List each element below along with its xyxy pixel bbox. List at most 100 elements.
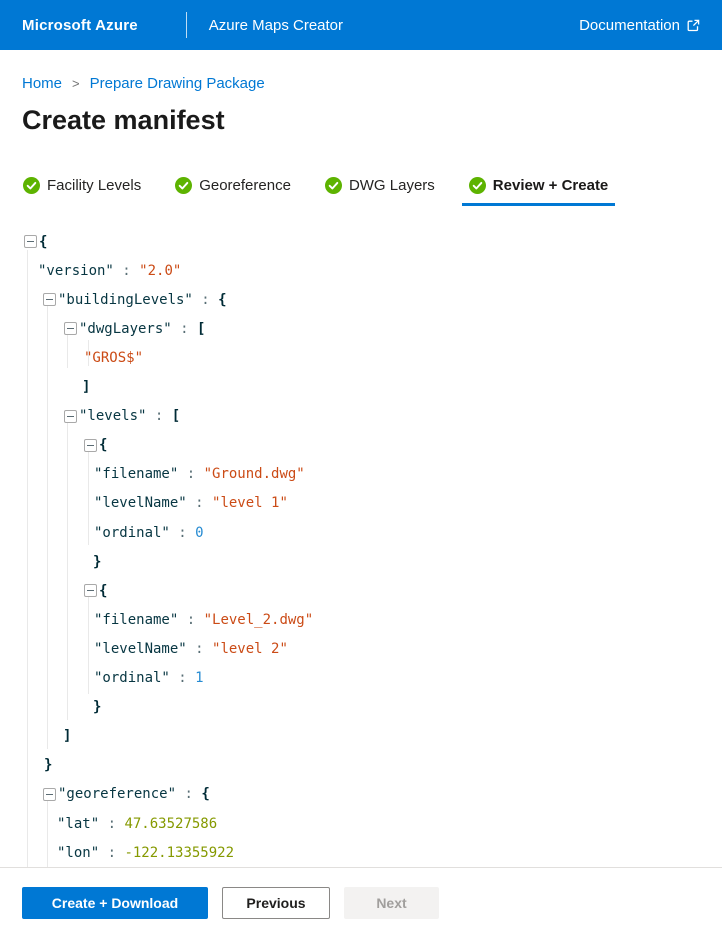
breadcrumb-link-home[interactable]: Home	[22, 75, 63, 92]
page-title: Create manifest	[22, 105, 225, 135]
tab-label: Facility Levels	[47, 177, 142, 194]
documentation-link-label: Documentation	[579, 16, 680, 34]
json-row: }	[0, 693, 722, 722]
json-value-float: -122.13355922	[124, 844, 235, 861]
top-app-bar: Microsoft Azure Azure Maps Creator Docum…	[0, 0, 722, 50]
json-key: "lon"	[57, 844, 100, 861]
json-value-float: 47.63527586	[124, 815, 218, 832]
tab-facility-levels[interactable]: Facility Levels	[16, 175, 148, 206]
json-value-string: "level 2"	[212, 640, 288, 657]
step-tabs: Facility Levels Georeference DWG Layers Rev…	[0, 175, 722, 208]
json-colon: :	[99, 844, 125, 861]
json-open-bracket: {	[99, 582, 108, 599]
json-value-string: "level 1"	[212, 495, 288, 512]
json-row: "lat" : 47.63527586	[0, 809, 722, 838]
json-key: "levels"	[79, 408, 147, 425]
tree-guide-line	[47, 306, 48, 749]
json-row: "levelName" : "level 2"	[0, 634, 722, 663]
tree-guide-line	[67, 334, 68, 368]
json-colon: :	[169, 524, 196, 541]
json-close-bracket: }	[93, 699, 102, 716]
json-row: ]	[0, 722, 722, 751]
tree-guide-line	[88, 340, 89, 366]
collapse-icon[interactable]	[64, 322, 77, 336]
tree-guide-line	[27, 250, 28, 867]
json-open-bracket: {	[39, 233, 48, 250]
json-key: "levelName"	[94, 495, 187, 512]
collapse-icon[interactable]	[43, 293, 56, 307]
json-colon: :	[169, 670, 196, 686]
json-value-int: 1	[195, 670, 204, 686]
external-link-icon	[687, 19, 700, 32]
json-close-bracket: }	[44, 757, 53, 774]
tree-guide-line	[88, 448, 89, 545]
collapse-icon[interactable]	[24, 235, 37, 248]
breadcrumb-separator: >	[72, 76, 80, 91]
json-colon: :	[171, 320, 198, 337]
previous-button[interactable]: Previous	[222, 887, 330, 919]
json-key: "ordinal"	[94, 670, 170, 686]
json-row: "filename" : "Level_2.dwg"	[0, 605, 722, 634]
json-row: "levels" : [	[0, 402, 722, 431]
collapse-icon[interactable]	[84, 438, 97, 452]
json-row: ]	[0, 373, 722, 402]
json-tree-scroll-area[interactable]: { "version" : "2.0" "buildingLevels" : { "d…	[0, 227, 722, 868]
json-close-bracket: ]	[63, 728, 72, 745]
breadcrumb: Home > Prepare Drawing Package	[22, 74, 722, 93]
json-row: "georeference" : {	[0, 780, 722, 809]
check-circle-icon	[175, 177, 193, 194]
json-row: {	[0, 431, 722, 460]
tab-georeference[interactable]: Georeference	[168, 175, 298, 206]
json-colon: :	[186, 640, 213, 657]
json-row: {	[0, 227, 722, 256]
microsoft-azure-brand[interactable]: Microsoft Azure	[22, 16, 138, 34]
tree-guide-line	[47, 800, 48, 867]
create-download-button[interactable]: Create + Download	[22, 887, 208, 919]
json-close-bracket: }	[93, 553, 102, 570]
json-open-bracket: {	[218, 291, 227, 308]
breadcrumb-link-prepare-drawing-package[interactable]: Prepare Drawing Package	[89, 75, 265, 92]
json-colon: :	[186, 495, 213, 512]
json-colon: :	[176, 786, 202, 803]
json-close-bracket: ]	[82, 379, 91, 395]
collapse-icon[interactable]	[64, 409, 77, 423]
json-row: "lon" : -122.13355922	[0, 838, 722, 867]
json-value-string: "GROS$"	[84, 349, 144, 366]
json-row: "version" : "2.0"	[0, 256, 722, 285]
json-value-int: 0	[195, 524, 204, 541]
json-row: "ordinal" : 0	[0, 518, 722, 547]
json-key: "filename"	[94, 611, 179, 628]
tree-guide-line	[67, 420, 68, 720]
collapse-icon[interactable]	[43, 787, 56, 801]
json-open-bracket: [	[171, 408, 181, 425]
json-key: "filename"	[94, 466, 179, 483]
documentation-link[interactable]: Documentation	[579, 17, 700, 34]
json-row: "dwgLayers" : [	[0, 314, 722, 343]
json-colon: :	[178, 611, 204, 628]
json-row: {	[0, 576, 722, 605]
json-row: "ordinal" : 1	[0, 664, 722, 693]
json-key: "buildingLevels"	[58, 291, 193, 308]
json-row: }	[0, 751, 722, 780]
json-key: "lat"	[57, 815, 100, 832]
json-open-bracket: {	[99, 437, 108, 454]
check-circle-icon	[23, 177, 40, 194]
json-colon: :	[99, 815, 125, 832]
tab-dwg-layers[interactable]: DWG Layers	[318, 175, 442, 206]
json-colon: :	[146, 408, 172, 425]
tree-guide-line	[88, 594, 89, 694]
json-key: "ordinal"	[94, 524, 170, 541]
json-open-bracket: {	[201, 786, 210, 803]
product-title: Azure Maps Creator	[208, 16, 344, 34]
collapse-icon[interactable]	[84, 584, 97, 598]
check-circle-icon	[324, 177, 342, 194]
json-row: "filename" : "Ground.dwg"	[0, 460, 722, 489]
check-circle-icon	[468, 177, 486, 194]
tab-review-create[interactable]: Review + Create	[461, 175, 616, 206]
json-colon: :	[192, 291, 219, 308]
json-key: "georeference"	[58, 786, 177, 803]
json-row: }	[0, 547, 722, 576]
json-value-string: "2.0"	[139, 262, 182, 279]
tab-label: Review + Create	[492, 177, 609, 194]
